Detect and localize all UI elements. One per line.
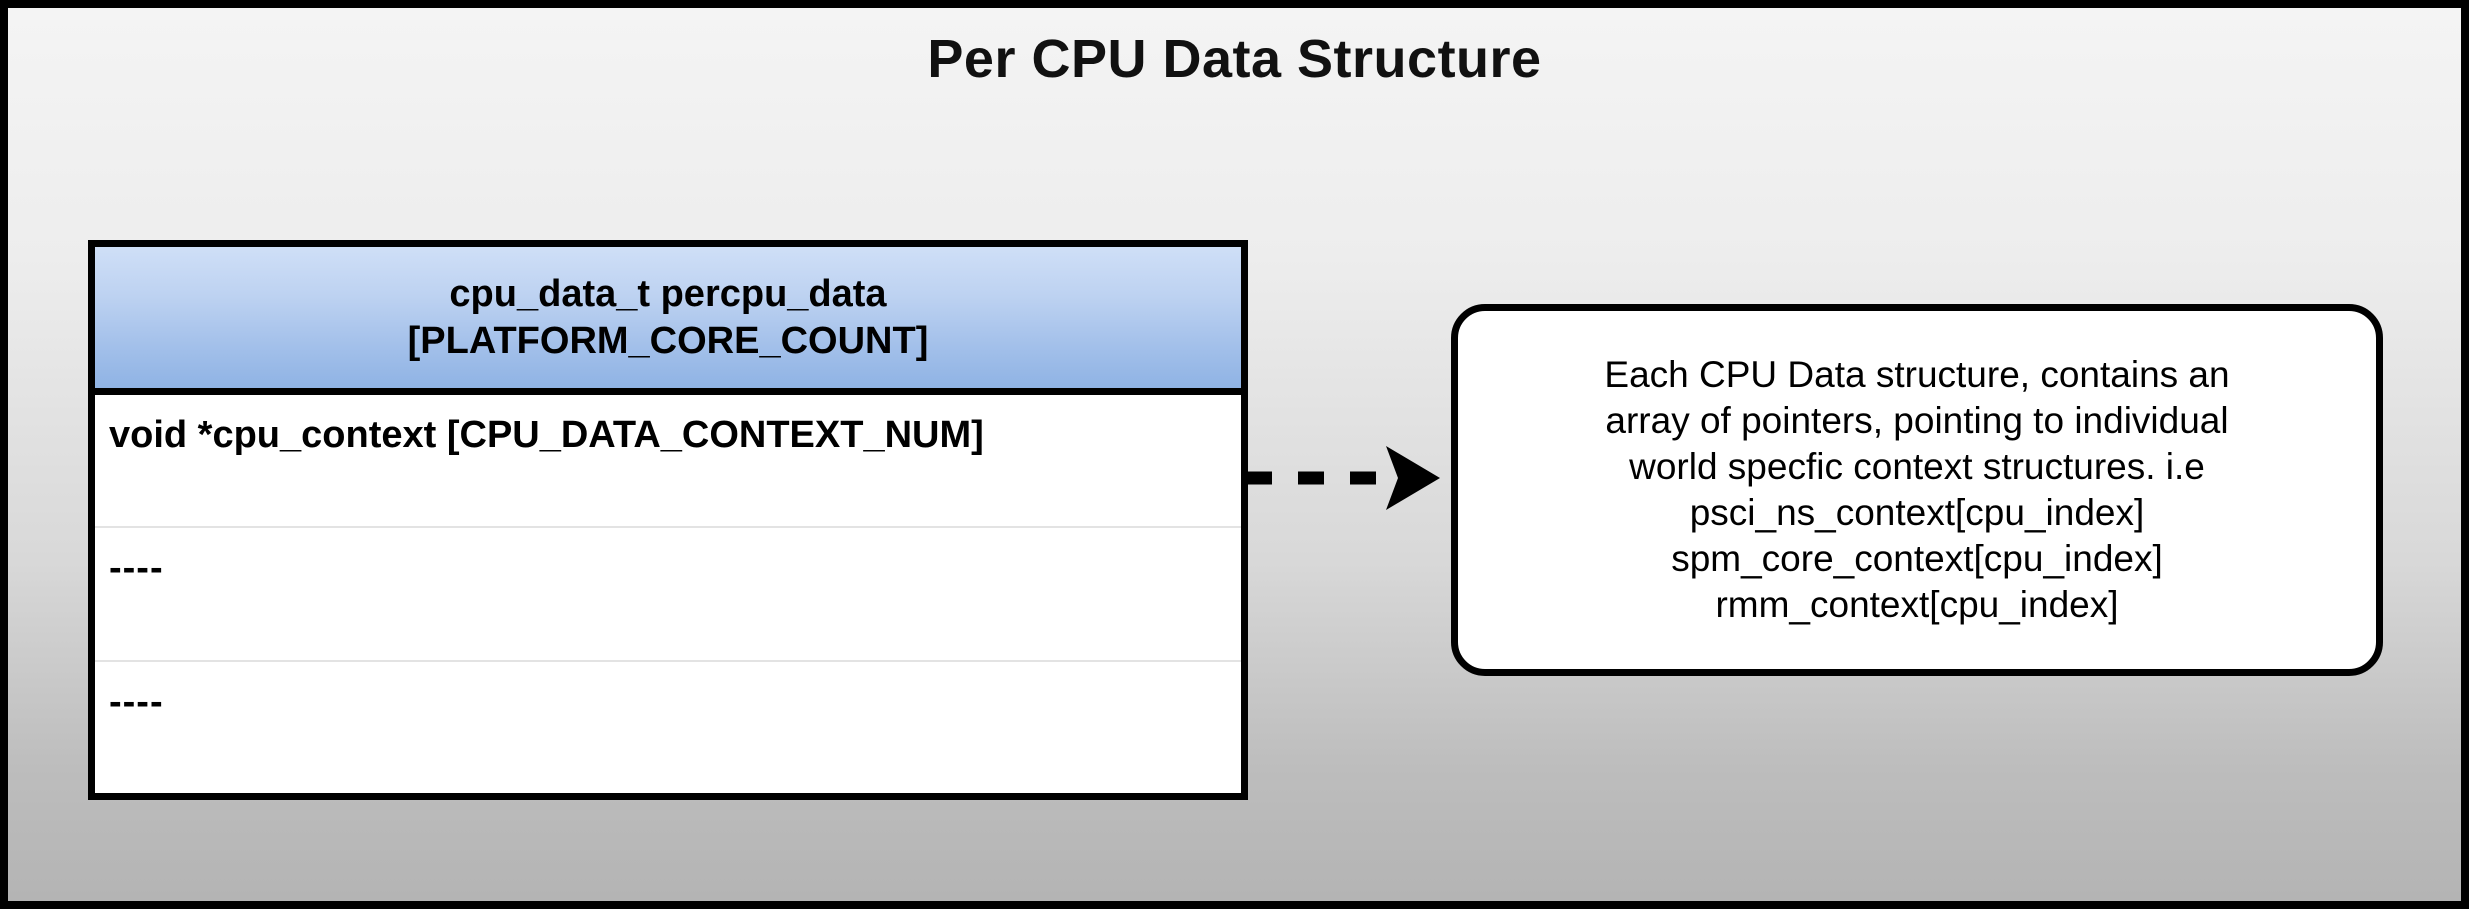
- callout-line-2: world specfic context structures. i.e: [1629, 446, 2205, 488]
- struct-row-label-2: ----: [109, 680, 164, 723]
- page-title: Per CPU Data Structure: [927, 29, 1542, 89]
- callout-line-0: Each CPU Data structure, contains an: [1604, 354, 2230, 396]
- struct-table-header: cpu_data_t percpu_data [PLATFORM_CORE_CO…: [95, 247, 1241, 395]
- struct-table-body: void *cpu_context [CPU_DATA_CONTEXT_NUM]…: [95, 395, 1241, 793]
- struct-table: cpu_data_t percpu_data [PLATFORM_CORE_CO…: [88, 240, 1248, 800]
- callout-line-5: rmm_context[cpu_index]: [1715, 583, 2119, 625]
- struct-row-label-1: ----: [109, 547, 164, 590]
- table-row: void *cpu_context [CPU_DATA_CONTEXT_NUM]: [95, 395, 1241, 529]
- dashed-arrow-connector: [1244, 438, 1444, 518]
- arrow-right-icon: [1246, 446, 1440, 510]
- struct-header-line-2: [PLATFORM_CORE_COUNT]: [407, 319, 929, 362]
- table-row: ----: [95, 662, 1241, 793]
- callout-line-4: spm_core_context[cpu_index]: [1671, 537, 2163, 579]
- callout-line-1: array of pointers, pointing to individua…: [1605, 400, 2229, 442]
- struct-row-label-0: void *cpu_context [CPU_DATA_CONTEXT_NUM]: [109, 414, 984, 456]
- callout-note: Each CPU Data structure, contains an arr…: [1451, 304, 2383, 676]
- table-row: ----: [95, 528, 1241, 662]
- callout-line-3: psci_ns_context[cpu_index]: [1689, 492, 2145, 533]
- struct-header-line-1: cpu_data_t percpu_data: [449, 273, 887, 316]
